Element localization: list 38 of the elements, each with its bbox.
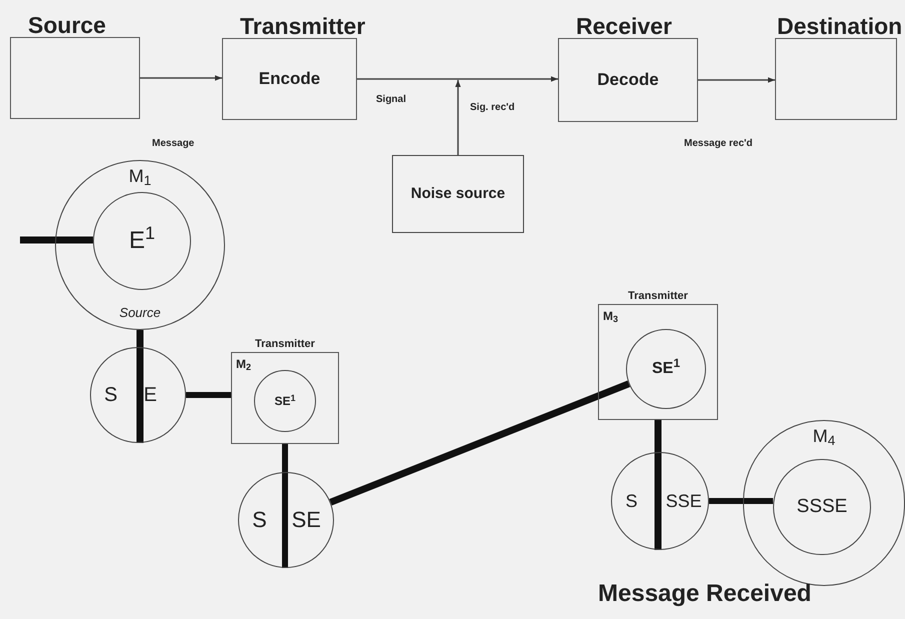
box-text: Decode [597,69,659,92]
arrow [357,76,558,82]
heading: Receiver [576,15,672,38]
circle-text: SSE [666,492,702,510]
ring-text: Source [119,306,161,319]
heading: Transmitter [628,291,688,304]
circle-text: SE [292,509,321,531]
arrow [140,75,222,81]
annotation-text: Message rec'd [684,138,753,149]
box-text: Noise source [410,184,506,204]
circle-text: S [625,492,638,510]
arrow [698,77,775,83]
process-box [392,155,524,233]
heading: Transmitter [255,339,315,352]
heading: Destination [777,15,902,38]
m-label: M$_{2}$ [236,356,252,373]
edge-label: Signal [376,94,406,105]
circle-text: SSSE [796,494,848,519]
annotation-text: Message [152,138,194,149]
caption-text: Message Received [598,580,812,607]
circle-text: SE$^{1}$ [274,392,296,410]
m-label: M$_{1}$ [128,167,152,185]
connector-line [20,236,93,244]
arrow [455,80,461,155]
circle-text: E$^{1}$ [128,223,156,256]
circle-text: E [144,385,157,405]
circle-text: SE$^{1}$ [652,357,680,379]
heading: Transmitter [240,15,366,38]
connector-line [709,498,773,504]
connector-line [186,392,231,398]
annotation-text: Sig. rec'd [470,102,515,113]
heading: Source [28,14,106,37]
m-label: M$_{4}$ [812,427,836,445]
m-label: M$_{3}$ [603,308,618,325]
connector-line [329,380,630,506]
box-text: Encode [258,68,320,90]
circle-text: S [104,385,118,405]
circle-text: S [252,509,267,531]
